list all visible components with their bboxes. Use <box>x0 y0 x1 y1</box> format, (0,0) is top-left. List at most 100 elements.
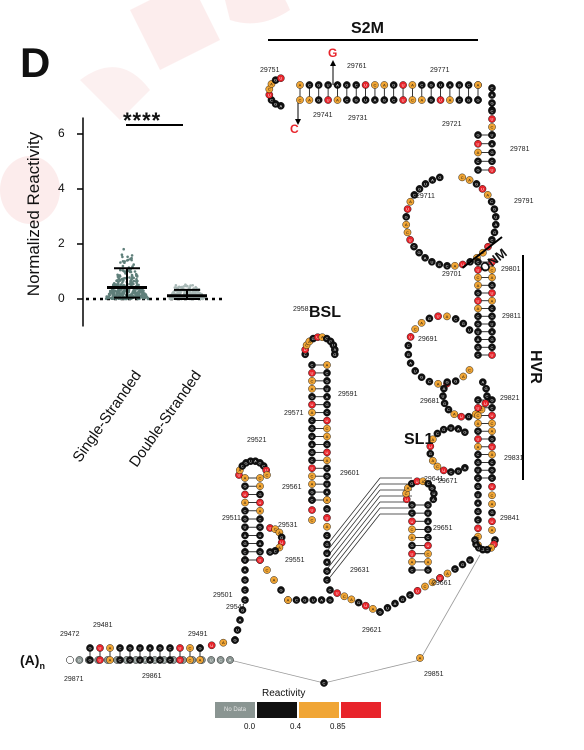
nucleotide-letter: G <box>274 101 277 106</box>
nucleotide <box>465 176 474 184</box>
nucleotide-letter: U <box>386 605 389 610</box>
nucleotide-letter: U <box>477 267 480 272</box>
nucleotide-letter: A <box>453 412 456 417</box>
nucleotide-letter: U <box>326 450 329 455</box>
nucleotide-letter: U <box>460 414 463 419</box>
nucleotide-letter: A <box>491 93 494 98</box>
nucleotide-letter: C <box>486 547 489 552</box>
reactivity-point <box>114 283 118 286</box>
nucleotide <box>308 377 316 385</box>
nucleotide <box>146 656 154 664</box>
nucleotide-letter: C <box>311 378 314 383</box>
nucleotide <box>482 384 490 393</box>
nucleotide <box>263 566 271 574</box>
nucleotide <box>408 541 416 550</box>
nucleotide <box>488 281 496 290</box>
nucleotide-letter: U <box>336 591 339 596</box>
position-label: 29491 <box>188 631 208 638</box>
nucleotide-letter: A <box>446 314 449 319</box>
nucleotide <box>417 81 426 89</box>
nucleotide-letter: C <box>491 306 494 311</box>
reactivity-point <box>123 289 127 293</box>
legend-no-data: No Data <box>215 702 255 718</box>
nucleotide-letter: U <box>210 643 213 648</box>
nucleotide-letter: C <box>266 473 269 478</box>
nucleotide-letter: A <box>326 394 329 399</box>
nucleotide <box>323 488 331 496</box>
nucleotide <box>399 96 407 104</box>
reactivity-point <box>130 254 134 257</box>
nucleotide-letter: A <box>491 429 494 434</box>
nucleotide-letter: U <box>210 658 213 663</box>
nucleotide <box>474 289 482 297</box>
nucleotide <box>361 96 370 104</box>
panel-letter: D <box>20 39 51 86</box>
position-label: 29661 <box>432 580 452 587</box>
nucleotide <box>176 644 184 652</box>
nucleotide <box>371 96 379 104</box>
nucleotide <box>488 335 496 344</box>
nucleotide-letter: U <box>259 558 262 563</box>
nucleotide-letter: G <box>163 658 166 663</box>
nucleotide <box>474 450 482 459</box>
nucleotide <box>428 435 437 444</box>
nucleotide <box>488 273 496 282</box>
nucleotide-letter: G <box>392 83 395 88</box>
nucleotide <box>436 81 445 89</box>
nucleotide <box>241 515 249 523</box>
nucleotide <box>323 408 331 417</box>
nucleotide <box>241 506 249 515</box>
nucleotide-letter: U <box>327 98 330 103</box>
reactivity-point <box>120 253 124 256</box>
nucleotide-letter: C <box>490 199 493 204</box>
nucleotide <box>296 96 304 104</box>
nucleotide-letter: A <box>320 598 323 603</box>
nucleotide <box>483 191 492 199</box>
nucleotide-letter: G <box>438 262 441 267</box>
nucleotide <box>324 81 332 89</box>
nucleotide <box>443 312 451 321</box>
nucleotide-letter: C <box>458 98 461 103</box>
reactivity-point <box>119 261 122 264</box>
nucleotide-letter: C <box>477 159 480 164</box>
nucleotide <box>233 626 242 634</box>
nucleotide <box>156 656 164 664</box>
nucleotide-letter: U <box>244 558 247 563</box>
nucleotide-letter: A <box>494 222 497 227</box>
reactivity-point <box>122 279 125 282</box>
nucleotide-letter: U <box>409 334 412 339</box>
nucleotide <box>488 123 496 131</box>
nucleotide-letter: G <box>463 430 466 435</box>
nucleotide <box>478 378 487 386</box>
nucleotide-letter: C <box>326 578 329 583</box>
nucleotide-letter: G <box>473 538 476 543</box>
nucleotide-letter: C <box>244 549 247 554</box>
nucleotide-letter: G <box>438 175 441 180</box>
nucleotide <box>474 157 482 166</box>
nucleotide-letter: U <box>280 540 283 545</box>
hvr-label: HVR <box>527 350 544 384</box>
nucleotide-letter: U <box>427 543 430 548</box>
nucleotide-letter: C <box>454 316 457 321</box>
reactivity-point <box>126 255 129 259</box>
nucleotide-letter: U <box>259 533 262 538</box>
nucleotide <box>333 589 341 597</box>
nucleotide-letter: C <box>311 363 314 368</box>
nucleotide <box>256 531 264 540</box>
nucleotide-letter: C <box>373 83 376 88</box>
nucleotide-letter: C <box>491 476 494 481</box>
nucleotide-letter: C <box>468 368 471 373</box>
nucleotide-letter: C <box>411 511 414 516</box>
nucleotide <box>488 482 496 491</box>
position-label: 29861 <box>142 673 162 680</box>
nucleotide <box>488 450 496 459</box>
nucleotide-letter: G <box>258 460 261 465</box>
nucleotide <box>323 432 331 441</box>
nucleotide-letter: G <box>490 398 493 403</box>
nucleotide-letter: U <box>491 117 494 122</box>
nucleotide-letter: A <box>411 535 414 540</box>
nucleotide-letter: G <box>476 509 479 514</box>
nucleotide-letter: U <box>477 526 480 531</box>
nucleotide <box>443 378 452 386</box>
hvr-bar <box>522 255 524 480</box>
